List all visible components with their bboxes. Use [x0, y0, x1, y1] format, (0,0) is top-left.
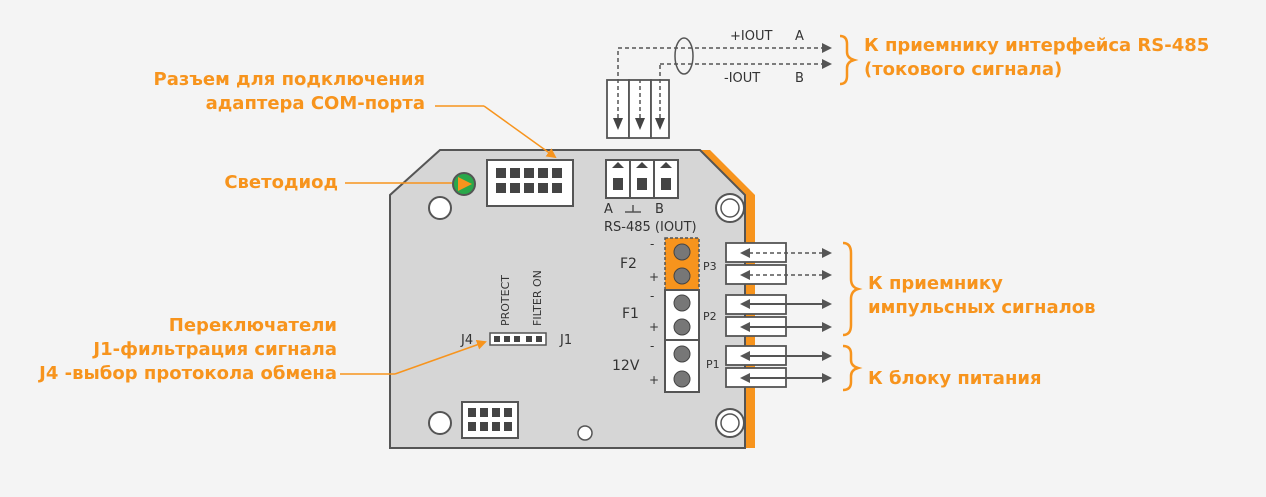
f2-plus: +: [649, 270, 659, 284]
wire-b-label: B: [795, 71, 804, 86]
callout-rs485: К приемнику интерфейса RS-485 (токового …: [864, 34, 1254, 82]
callout-rs485-line1: К приемнику интерфейса RS-485: [864, 35, 1210, 56]
callout-led: Светодиод: [224, 172, 338, 193]
callout-pulse-line2: импульсных сигналов: [868, 297, 1096, 318]
callout-switches-line2: J1-фильтрация сигнала: [93, 339, 337, 360]
p2-label: P2: [703, 310, 717, 323]
mount-hole: [428, 411, 452, 435]
j4-label: J4: [460, 333, 473, 348]
brace-power: [842, 344, 863, 392]
callout-switches-line1: Переключатели: [168, 315, 337, 336]
callout-pulse-line1: К приемнику: [868, 273, 1003, 294]
led-pointer: [458, 177, 472, 191]
com-port-pins: [496, 168, 562, 193]
callout-pulse: К приемнику импульсных сигналов: [868, 272, 1168, 320]
rs485-a-label: A: [604, 202, 613, 217]
callout-rs485-line2: (токового сигнала): [864, 59, 1063, 80]
rs485-port-label: RS-485 (IOUT): [604, 220, 697, 235]
v12-label: 12V: [612, 358, 640, 374]
v12-minus: -: [650, 339, 654, 353]
f2-label: F2: [620, 256, 637, 272]
programming-header: [461, 401, 519, 439]
f2-minus: -: [650, 237, 654, 251]
iout-plus-label: +IOUT: [730, 29, 772, 44]
p1-label: P1: [706, 358, 720, 371]
f1-label: F1: [622, 306, 639, 322]
mount-hole: [428, 196, 452, 220]
filter-on-label: FILTER ON: [531, 270, 544, 326]
callout-com-port: Разъем для подключения адаптера COM-порт…: [120, 68, 425, 116]
mount-hole: [720, 198, 740, 218]
wire-a-label: A: [795, 29, 804, 44]
iout-minus-label: -IOUT: [724, 71, 760, 86]
p3-label: P3: [703, 260, 717, 273]
mount-hole: [720, 413, 740, 433]
mount-hole-small: [577, 425, 593, 441]
brace-rs485: [839, 34, 859, 86]
rs485-b-label: B: [655, 202, 664, 217]
circuit-board: [389, 149, 746, 449]
callout-switches: Переключатели J1-фильтрация сигнала J4 -…: [10, 314, 337, 386]
v12-plus: +: [649, 373, 659, 387]
callout-switches-line3: J4 -выбор протокола обмена: [39, 363, 337, 384]
protect-label: PROTECT: [499, 275, 512, 326]
f1-plus: +: [649, 320, 659, 334]
twisted-pair-marker: [674, 37, 694, 75]
j1-label: J1: [559, 333, 572, 348]
programming-header-pins: [468, 408, 512, 431]
brace-pulse: [842, 241, 863, 337]
callout-com-port-line1: Разъем для подключения: [153, 69, 425, 90]
callout-com-port-line2: адаптера COM-порта: [205, 93, 425, 114]
callout-power: К блоку питания: [868, 368, 1042, 389]
f1-minus: -: [650, 289, 654, 303]
